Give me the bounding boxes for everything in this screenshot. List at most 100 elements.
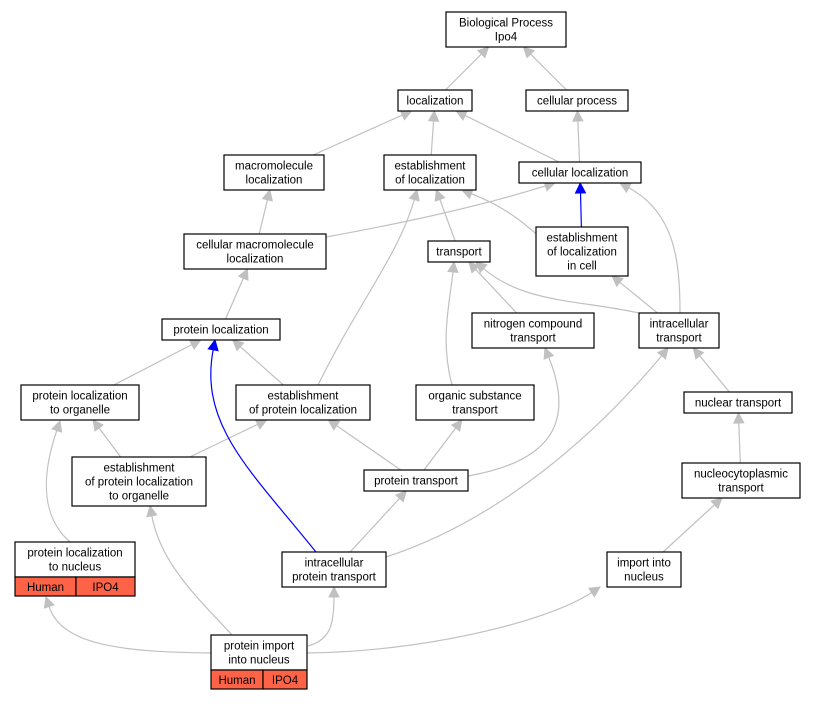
- edge-line: [312, 114, 403, 156]
- go-term-node-nt[interactable]: nuclear transport: [683, 391, 793, 414]
- node-box: [161, 318, 281, 341]
- edge-arrowhead: [588, 586, 601, 598]
- edge-arrowhead: [237, 267, 249, 281]
- edge-line: [45, 430, 71, 543]
- edge-cl-loc: [455, 110, 560, 163]
- edge-epl-eol: [317, 188, 420, 386]
- edge-line: [579, 192, 582, 228]
- annotation-gene-cell: [75, 576, 136, 597]
- go-term-node-tr[interactable]: transport: [427, 240, 491, 263]
- annotation-species-label: Human: [218, 675, 255, 687]
- edge-line: [577, 120, 581, 163]
- edge-line: [738, 422, 741, 464]
- edge-pt-epl: [327, 419, 402, 471]
- edge-line: [445, 271, 454, 386]
- edge-arrowhead: [656, 347, 669, 360]
- go-term-node-loc[interactable]: localization: [397, 89, 473, 112]
- edge-arrowhead: [207, 338, 219, 352]
- edge-pln-plo: [45, 419, 71, 543]
- node-box: [14, 541, 136, 578]
- edge-arrowhead: [692, 347, 705, 360]
- edge-ost-tr: [445, 260, 459, 386]
- edge-plo-pl: [113, 339, 202, 386]
- node-box: [606, 551, 682, 588]
- edge-epl-pl: [231, 339, 284, 386]
- edge-arrowhead: [146, 504, 158, 518]
- go-term-node-eplo[interactable]: establishment of protein localization to o…: [71, 456, 207, 507]
- edge-it-tr: [475, 261, 640, 314]
- edge-arrowhead: [254, 419, 268, 430]
- edge-line: [423, 427, 457, 471]
- edge-pl-cmml: [225, 267, 249, 320]
- edge-arrowhead: [572, 109, 584, 122]
- edge-arrowhead: [574, 181, 587, 194]
- edge-line: [464, 114, 560, 163]
- edge-cl-cp: [572, 109, 584, 163]
- go-term-node-it[interactable]: intracellular transport: [638, 312, 720, 349]
- edge-eplo-plo: [92, 419, 122, 458]
- node-label: intracellular: [305, 558, 364, 570]
- edge-line: [317, 199, 415, 386]
- node-label: to organelle: [109, 491, 169, 503]
- node-box: [471, 312, 595, 349]
- edge-arrowhead: [231, 339, 245, 352]
- node-label: localization: [227, 254, 284, 266]
- node-label: nucleocytoplasmic: [694, 469, 788, 481]
- go-term-node-pt[interactable]: protein transport: [363, 469, 469, 492]
- node-box: [210, 634, 308, 671]
- edge-arrowhead: [476, 46, 490, 59]
- edge-pin-iin: [306, 586, 601, 654]
- node-label: in cell: [567, 261, 596, 273]
- node-box: [415, 384, 535, 421]
- edge-pt-nct: [467, 346, 560, 477]
- node-label: of protein localization: [85, 477, 193, 489]
- go-term-node-pl[interactable]: protein localization: [161, 318, 281, 341]
- node-label: establishment: [104, 463, 176, 475]
- node-label: transport: [656, 333, 702, 345]
- go-term-node-cp[interactable]: cellular process: [525, 89, 629, 112]
- go-term-node-cl[interactable]: cellular localization: [518, 161, 642, 184]
- node-label: transport: [452, 405, 498, 417]
- edge-arrowhead: [475, 261, 488, 274]
- edge-eolc-cl: [574, 181, 587, 228]
- edge-line: [306, 592, 592, 654]
- edge-arrowhead: [399, 109, 413, 121]
- edge-line: [189, 423, 258, 458]
- node-box: [363, 469, 469, 492]
- annotation-gene-label: IPO4: [92, 582, 119, 594]
- edge-arrowhead: [455, 110, 469, 121]
- edge-line: [662, 504, 715, 553]
- edge-arrowhead: [710, 497, 723, 510]
- edge-arrowhead: [92, 419, 105, 432]
- edge-it-eolc: [611, 275, 658, 314]
- edge-line: [475, 268, 518, 314]
- node-label: Ipo4: [495, 32, 518, 44]
- edge-line: [210, 349, 317, 553]
- node-box: [235, 384, 371, 421]
- node-label: intracellular: [650, 319, 709, 331]
- edge-line: [445, 53, 482, 91]
- node-label: localization: [407, 96, 464, 108]
- node-label: cellular localization: [532, 168, 629, 180]
- node-label: to organelle: [50, 405, 110, 417]
- edge-tr-eol: [434, 188, 456, 242]
- node-label: transport: [510, 333, 556, 345]
- edge-line: [619, 281, 658, 314]
- edge-arrowhead: [447, 260, 459, 274]
- edge-pin-eplo: [146, 504, 233, 636]
